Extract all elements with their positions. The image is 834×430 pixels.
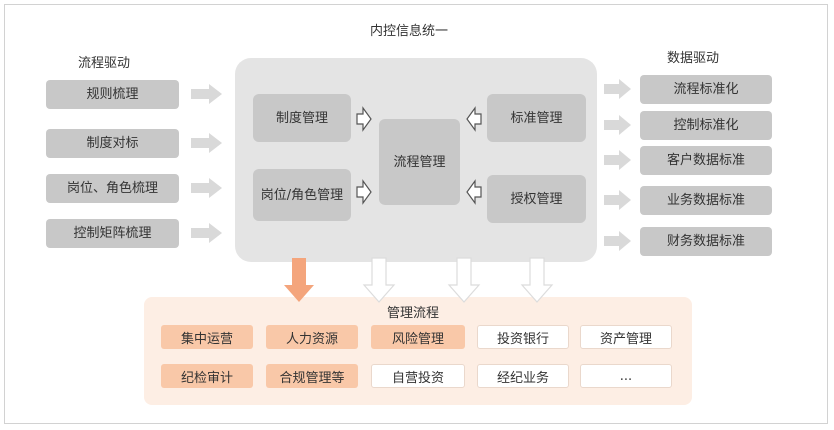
diagram-frame [4,4,828,424]
down-arrows [362,257,554,303]
arrow-right-icon [191,178,222,198]
arrow-right-icon [191,223,222,243]
process-more: ... [580,364,672,388]
inner-arrows [356,106,482,205]
process-asset-mgmt: 资产管理 [580,325,672,349]
hollow-arrow-down-icon [362,257,396,303]
center-auth-mgmt: 授权管理 [487,175,586,223]
right-item-control-std: 控制标准化 [640,111,772,140]
process-compliance: 合规管理等 [266,364,358,388]
center-process-mgmt: 流程管理 [379,119,460,205]
right-item-customer-data: 客户数据标准 [640,146,772,175]
process-proprietary-investment: 自营投资 [371,364,465,388]
hollow-arrow-down-icon [520,257,554,303]
hollow-arrow-left-icon [466,179,482,205]
left-heading: 流程驱动 [78,56,131,71]
process-centralized-ops: 集中运营 [161,325,253,349]
process-risk-mgmt: 风险管理 [371,325,465,349]
arrow-right-icon [191,133,222,153]
arrow-right-icon [604,115,631,135]
right-item-finance-data: 财务数据标准 [640,227,772,256]
right-item-business-data: 业务数据标准 [640,186,772,215]
left-item-rules: 规则梳理 [46,80,179,109]
left-item-roles: 岗位、角色梳理 [46,174,179,203]
arrow-right-icon [604,190,631,210]
center-role-mgmt: 岗位/角色管理 [253,169,351,221]
right-arrows [604,79,631,251]
right-heading: 数据驱动 [667,51,720,66]
process-hr: 人力资源 [266,325,358,349]
process-brokerage: 经纪业务 [477,364,569,388]
hollow-arrow-down-icon [447,257,481,303]
arrow-right-icon [604,231,631,251]
center-system-mgmt: 制度管理 [253,94,351,142]
diagram-title: 内控信息统一 [370,24,449,39]
left-arrows [191,84,222,243]
center-standard-mgmt: 标准管理 [487,94,586,142]
hollow-arrow-right-icon [356,106,372,132]
left-item-control-matrix: 控制矩阵梳理 [46,219,179,248]
hollow-arrow-left-icon [466,106,482,132]
right-item-process-std: 流程标准化 [640,75,772,104]
process-investment-banking: 投资银行 [477,325,569,349]
left-item-regulation-benchmark: 制度对标 [46,129,179,158]
bottom-heading: 管理流程 [387,306,440,321]
process-audit: 纪检审计 [161,364,253,388]
arrow-right-icon [604,150,631,170]
hollow-arrow-right-icon [356,179,372,205]
orange-down-arrow-icon [284,258,314,302]
arrow-right-icon [191,84,222,104]
arrow-right-icon [604,79,631,99]
